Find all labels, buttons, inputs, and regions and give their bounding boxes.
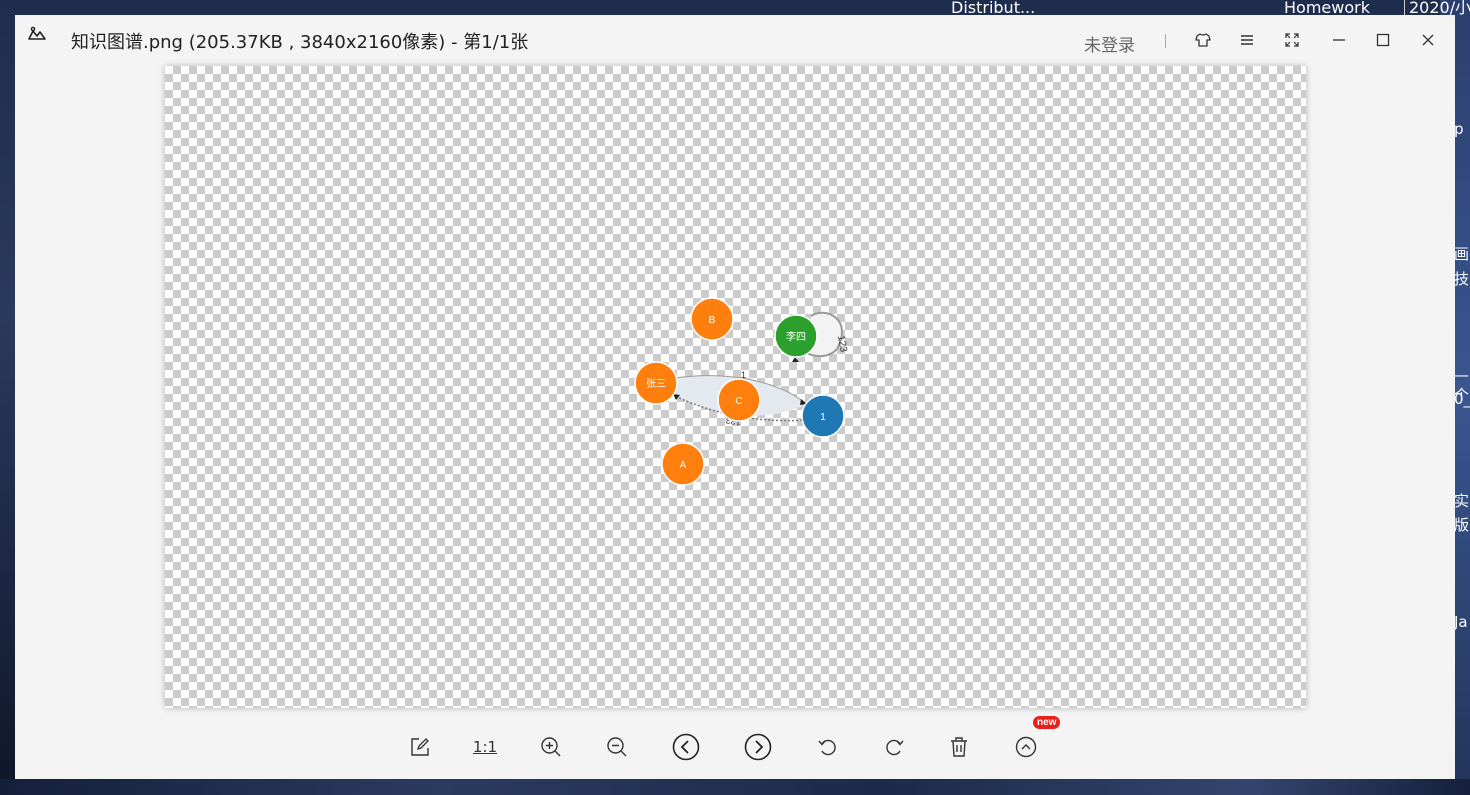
node-c-circle	[717, 378, 761, 422]
node-1: 1	[801, 394, 845, 438]
desktop-bottom-strip	[0, 779, 1470, 795]
edit-icon[interactable]	[406, 733, 434, 761]
previous-icon[interactable]	[672, 733, 700, 761]
title-divider	[1165, 34, 1166, 48]
image-viewer-window: 知识图谱.png (205.37KB , 3840x2160像素) - 第1/1…	[15, 15, 1455, 779]
bottom-toolbar: 1:1 new	[15, 716, 1455, 770]
node-zhangsan: 张三	[634, 361, 678, 405]
menu-icon[interactable]	[1236, 29, 1258, 51]
desktop-side-text: —个	[1454, 366, 1470, 404]
desktop-side-text: 技	[1454, 270, 1470, 288]
window-title: 知识图谱.png (205.37KB , 3840x2160像素) - 第1/1…	[71, 32, 529, 53]
desktop-tab-2020[interactable]: 2020/小	[1404, 0, 1470, 15]
node-c: C	[717, 378, 761, 422]
login-link[interactable]: 未登录	[1084, 36, 1135, 56]
minimize-icon[interactable]	[1328, 29, 1350, 51]
delete-icon[interactable]	[945, 733, 973, 761]
edge-arrow	[673, 394, 680, 400]
node-b-circle	[690, 297, 734, 341]
knowledge-graph-image: 123 1 123 B 李四 张三 C	[634, 297, 849, 486]
zoom-in-icon[interactable]	[537, 733, 565, 761]
edge-label: 1	[741, 370, 746, 380]
node-a: A	[661, 442, 705, 486]
maximize-icon[interactable]	[1372, 29, 1394, 51]
rotate-right-icon[interactable]	[880, 733, 908, 761]
desktop-tab-homework[interactable]: Homework	[1284, 0, 1370, 15]
desktop-tab-distribut[interactable]: Distribut...	[951, 0, 1036, 15]
node-b-label: B	[709, 315, 716, 326]
actual-size-label: 1:1	[472, 738, 498, 756]
actual-size-button[interactable]: 1:1	[471, 733, 499, 761]
node-lisi-circle	[774, 314, 818, 358]
edge-arrow	[792, 357, 799, 362]
desktop-side-text: p	[1454, 120, 1464, 138]
next-icon[interactable]	[744, 733, 772, 761]
node-1-label: 1	[820, 412, 826, 423]
app-logo-icon	[27, 24, 47, 42]
desktop-side-text: 版	[1454, 516, 1470, 534]
desktop-side-text: Ja	[1454, 613, 1468, 631]
more-icon[interactable]	[1012, 733, 1040, 761]
node-zhangsan-label: 张三	[646, 378, 666, 390]
edge-label: 123	[835, 335, 849, 354]
desktop-side-text: 画“	[1454, 245, 1470, 263]
node-a-label: A	[680, 460, 687, 471]
node-c-label: C	[735, 396, 742, 407]
image-canvas[interactable]: 123 1 123 B 李四 张三 C	[165, 66, 1306, 708]
close-icon[interactable]	[1417, 29, 1439, 51]
node-b: B	[690, 297, 734, 341]
new-badge: new	[1033, 716, 1061, 729]
fullscreen-icon[interactable]	[1281, 29, 1303, 51]
rotate-left-icon[interactable]	[814, 733, 842, 761]
node-lisi: 李四	[774, 314, 818, 358]
desktop-side-text: 0_	[1454, 390, 1470, 408]
title-bar[interactable]: 知识图谱.png (205.37KB , 3840x2160像素) - 第1/1…	[15, 15, 1455, 65]
node-a-circle	[661, 442, 705, 486]
node-1-circle	[801, 394, 845, 438]
skin-icon[interactable]	[1192, 29, 1214, 51]
node-lisi-label: 李四	[786, 330, 806, 343]
node-zhangsan-circle	[634, 361, 678, 405]
desktop-side-text: 实	[1454, 492, 1470, 510]
zoom-out-icon[interactable]	[603, 733, 631, 761]
